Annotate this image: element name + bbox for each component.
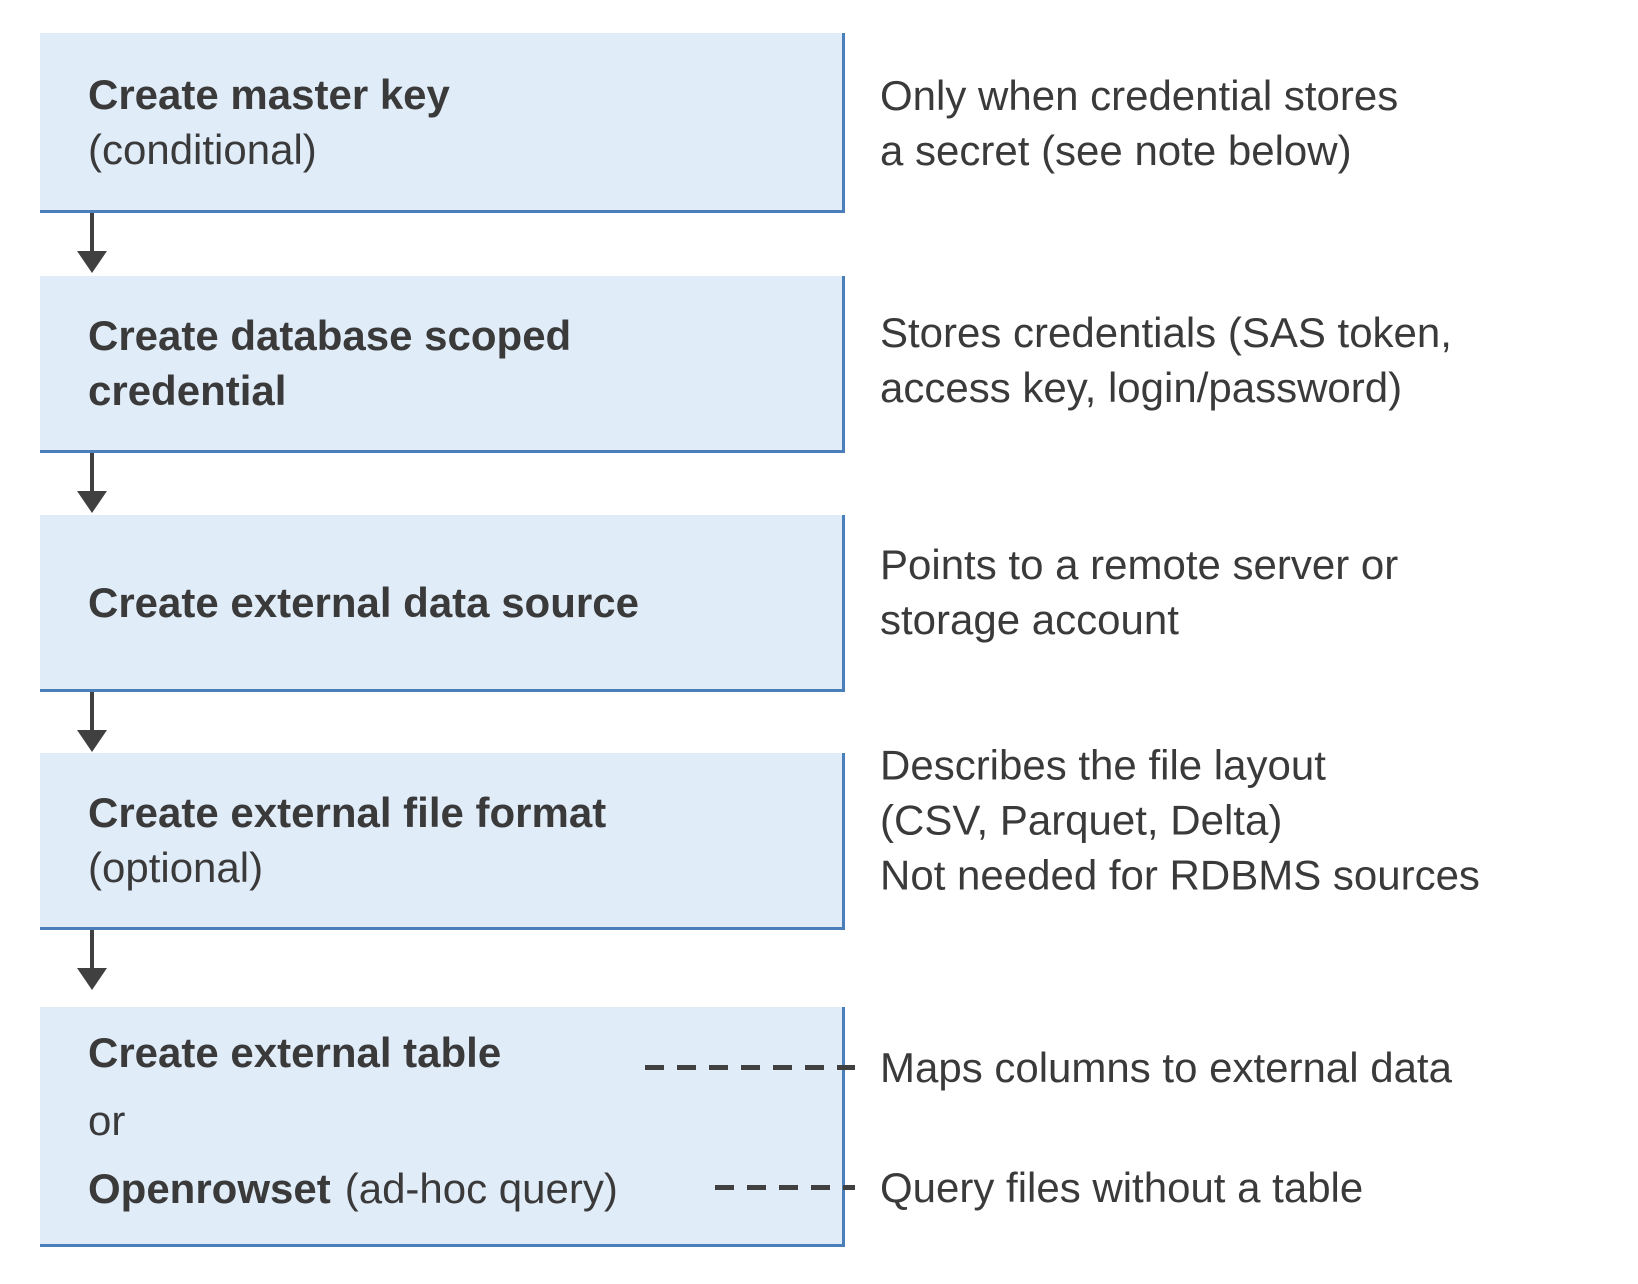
step-alt-qualifier: (ad-hoc query) bbox=[344, 1164, 618, 1212]
dashed-connector-line bbox=[715, 1185, 855, 1190]
step-box-external-data-source: Create external data source bbox=[40, 515, 845, 692]
down-arrow-icon bbox=[77, 930, 107, 990]
or-line: or bbox=[88, 1092, 822, 1160]
note-master-key: Only when credential stores a secret (se… bbox=[880, 72, 1399, 174]
step-title: Create master key bbox=[88, 70, 450, 118]
step-title: Create database scoped credential bbox=[88, 312, 572, 414]
step-title: Create external file format bbox=[88, 789, 607, 836]
arrow-line bbox=[90, 453, 94, 493]
note-external-data-source: Points to a remote server or storage acc… bbox=[880, 541, 1399, 643]
down-arrow-icon bbox=[77, 692, 107, 752]
external-table-line: Create external table bbox=[88, 1024, 822, 1092]
arrow-head bbox=[77, 730, 107, 752]
step-qualifier: (optional) bbox=[88, 844, 264, 891]
step-box-scoped-credential: Create database scoped credential bbox=[40, 276, 845, 453]
step-box-external-table: Create external table or Openrowset (ad-h… bbox=[40, 1007, 845, 1247]
dashed-connector-line bbox=[645, 1065, 855, 1070]
note-external-table: Maps columns to external data bbox=[880, 1044, 1452, 1091]
note-external-file-format: Describes the file layout (CSV, Parquet,… bbox=[880, 741, 1480, 899]
openrowset-line: Openrowset (ad-hoc query) bbox=[88, 1160, 822, 1228]
arrow-head bbox=[77, 251, 107, 273]
or-label: or bbox=[88, 1096, 126, 1144]
note-openrowset: Query files without a table bbox=[880, 1164, 1364, 1211]
step-title: Create external table bbox=[88, 1028, 502, 1076]
arrow-line bbox=[90, 930, 94, 970]
step-title: Create external data source bbox=[88, 578, 639, 626]
arrow-head bbox=[77, 491, 107, 513]
note-scoped-credential: Stores credentials (SAS token, access ke… bbox=[880, 309, 1452, 411]
step-qualifier: (conditional) bbox=[88, 125, 317, 173]
step-box-external-file-format: Create external file format (optional) bbox=[40, 753, 845, 930]
arrow-head bbox=[77, 968, 107, 990]
arrow-line bbox=[90, 692, 94, 732]
down-arrow-icon bbox=[77, 213, 107, 273]
step-alt-title: Openrowset bbox=[88, 1164, 331, 1212]
arrow-line bbox=[90, 213, 94, 253]
down-arrow-icon bbox=[77, 453, 107, 513]
step-box-master-key: Create master key (conditional) bbox=[40, 33, 845, 213]
